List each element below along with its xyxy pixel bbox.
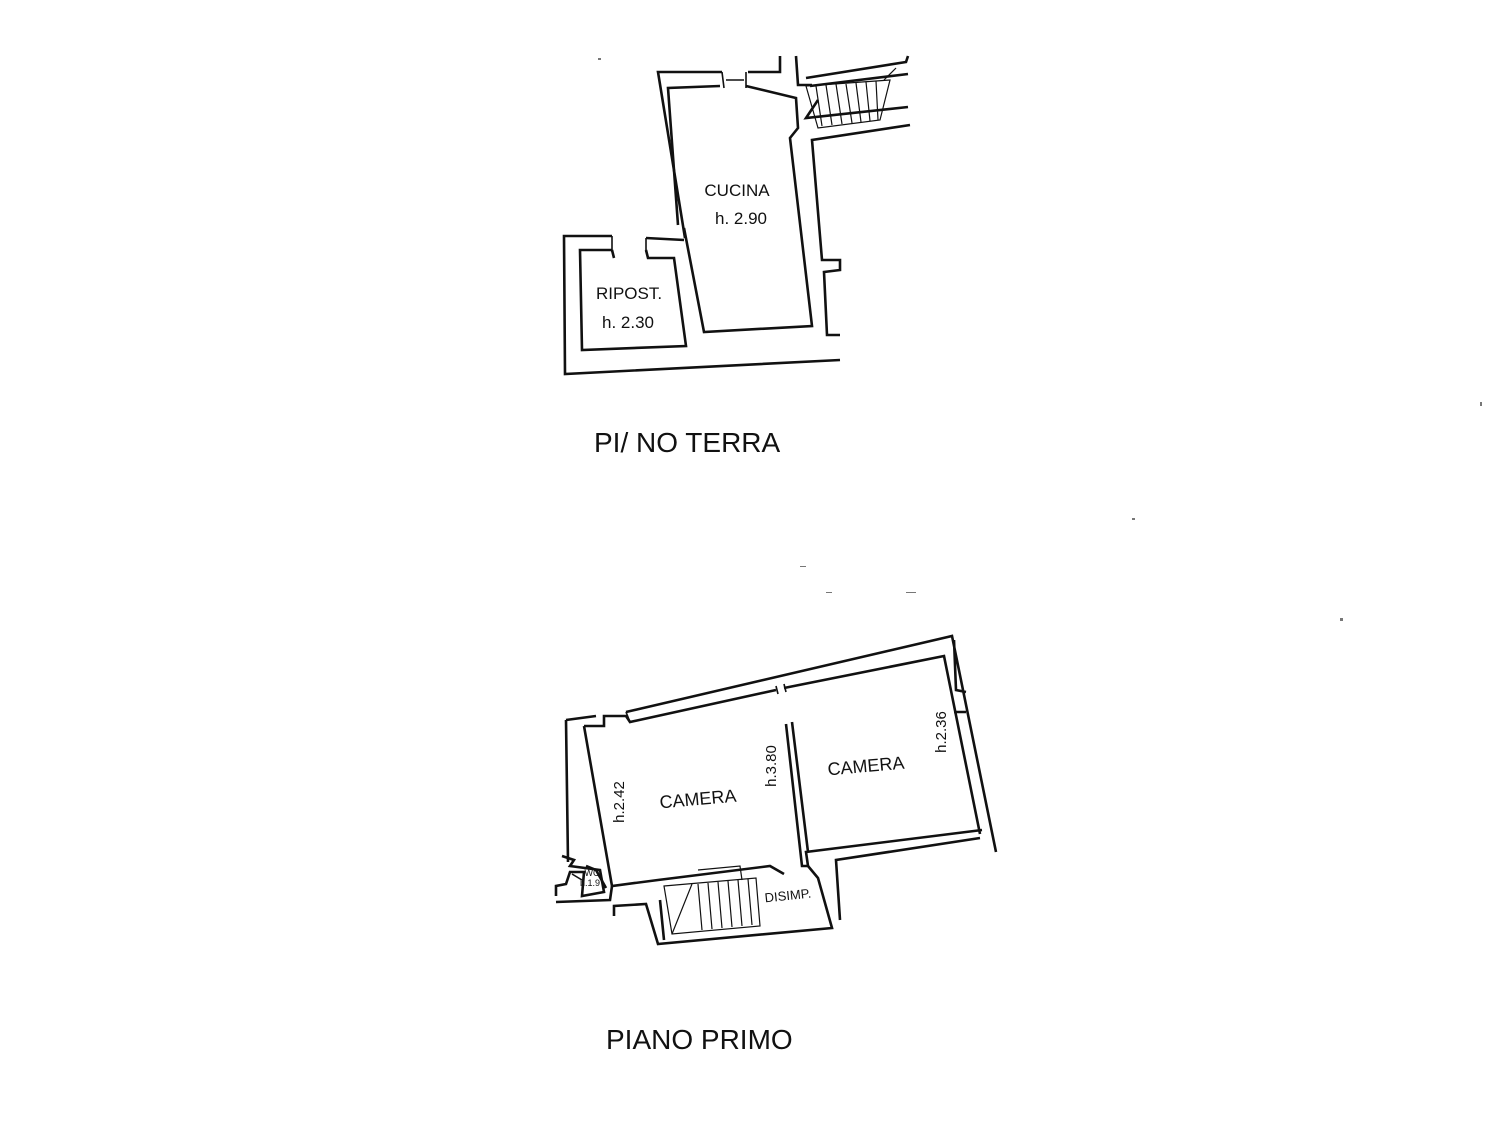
wc-room [554,854,606,898]
first-floor-plan [554,634,998,946]
stairwell-wall [555,865,834,946]
ground-floor-stair [805,67,897,129]
left-bedroom-height-label: h.2.42 [611,781,628,823]
right-bedroom-name-label: CAMERA [827,753,905,780]
wc-name-label: WC [585,868,600,878]
kitchen-height-label: h. 2.90 [715,209,767,228]
kitchen-outer-wall [656,55,911,337]
landing-label: DISIMP. [764,886,812,906]
ground-floor-plan [562,55,911,376]
kitchen-door-jamb [721,71,747,89]
kitchen-name-label: CUCINA [704,181,770,200]
storage-height-label: h. 2.30 [602,313,654,332]
left-bedroom-name-label: CAMERA [659,786,737,813]
central-partition-wall [784,721,983,868]
storage-name-label: RIPOST. [596,284,662,303]
first-floor-outer-wall [564,634,998,921]
partition-height-label: h.3.80 [763,745,780,787]
scan-specks [598,58,1482,621]
ground-floor-title: PI/ NO TERRA [594,427,781,458]
storage-outer-wall [562,234,841,376]
kitchen-inner-wall [666,84,814,334]
wc-height-label: h.1.9 [580,878,600,888]
first-floor-door-jamb [603,683,787,726]
left-bedroom-inner-wall [582,654,982,888]
first-floor-title: PIANO PRIMO [606,1024,793,1055]
right-bedroom-height-label: h.2.36 [933,711,950,753]
first-floor-stair [663,865,761,935]
storage-door-jamb [611,236,647,252]
